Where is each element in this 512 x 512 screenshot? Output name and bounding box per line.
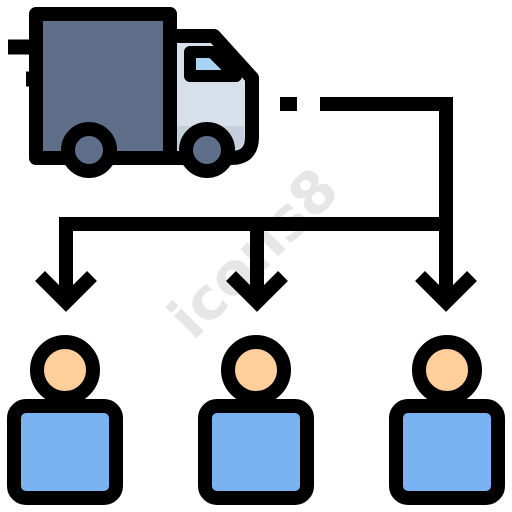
truck-wheel-rear <box>61 122 117 178</box>
arrowhead-middle-icon <box>226 271 288 312</box>
person-icon-left <box>7 335 123 505</box>
truck-wheel-front <box>179 122 235 178</box>
truck-window <box>184 46 242 82</box>
person-icon-middle <box>198 335 314 505</box>
truck-icon <box>29 7 259 178</box>
arrowhead-left-icon <box>35 271 97 312</box>
arrowhead-right-icon <box>415 271 477 312</box>
distribution-arrows <box>35 97 477 312</box>
person-icon-right <box>389 335 505 505</box>
